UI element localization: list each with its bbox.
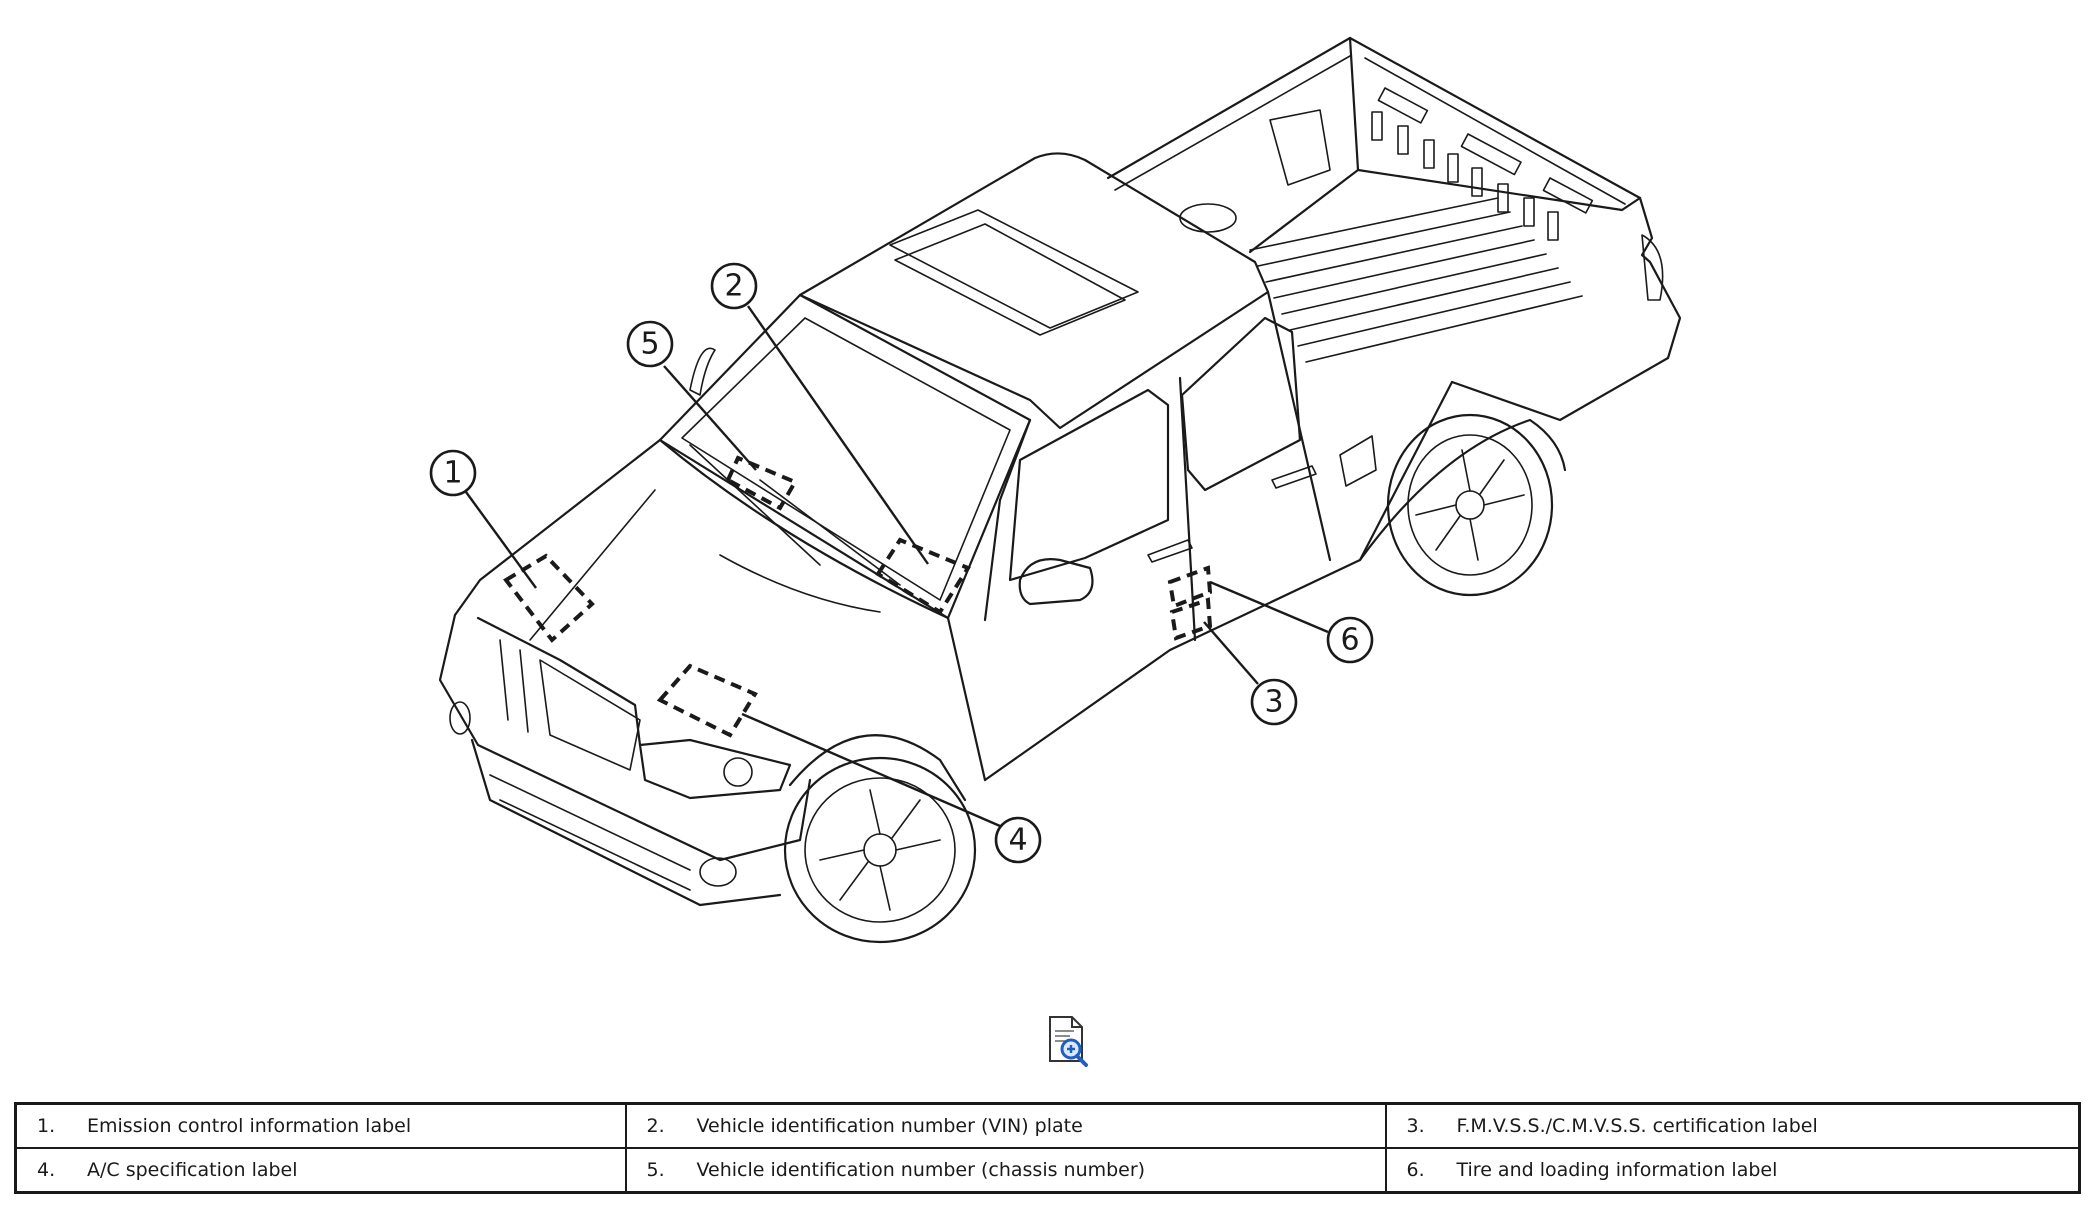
legend-row: 1. Emission control information label 2. V… xyxy=(14,1102,2081,1149)
legend-item-1-text: Emission control information label xyxy=(87,1115,412,1137)
zoom-document-icon[interactable] xyxy=(1046,1015,1092,1067)
callout-2: 2 xyxy=(710,262,758,310)
legend-item-6-text: Tire and loading information label xyxy=(1456,1159,1778,1181)
callout-5: 5 xyxy=(626,320,674,368)
legend-item-5: 5. Vehicle identification number (chassis… xyxy=(624,1147,1387,1194)
legend-item-4-text: A/C specification label xyxy=(87,1159,298,1181)
callout-5-number: 5 xyxy=(640,327,659,362)
label-area-2-marker xyxy=(875,537,971,615)
label-area-1-marker xyxy=(503,553,595,643)
legend-item-2-text: Vehicle identification number (VIN) plat… xyxy=(696,1115,1083,1137)
legend-table: 1. Emission control information label 2. V… xyxy=(14,1102,2081,1194)
legend-item-6-number: 6. xyxy=(1406,1159,1425,1181)
legend-item-1: 1. Emission control information label xyxy=(14,1102,627,1149)
label-location-markers xyxy=(503,455,1213,738)
callout-2-number: 2 xyxy=(724,269,743,304)
legend-item-3-text: F.M.V.S.S./C.M.V.S.S. certification labe… xyxy=(1456,1115,1818,1137)
callout-6-number: 6 xyxy=(1340,623,1359,658)
legend-item-3: 3. F.M.V.S.S./C.M.V.S.S. certification la… xyxy=(1384,1102,2081,1149)
legend-item-2: 2. Vehicle identification number (VIN) pl… xyxy=(624,1102,1387,1149)
callout-3-number: 3 xyxy=(1264,685,1283,720)
callout-1-number: 1 xyxy=(443,456,462,491)
legend-item-6: 6. Tire and loading information label xyxy=(1384,1147,2081,1194)
legend-row: 4. A/C specification label 5. Vehicle iden… xyxy=(14,1147,2081,1194)
legend-item-1-number: 1. xyxy=(37,1115,56,1137)
callout-4: 4 xyxy=(994,816,1042,864)
label-area-5-marker xyxy=(725,455,798,511)
label-area-6-marker xyxy=(1167,565,1213,609)
legend-item-5-text: Vehicle identification number (chassis n… xyxy=(696,1159,1146,1181)
callout-3: 3 xyxy=(1250,678,1298,726)
callout-6: 6 xyxy=(1326,616,1374,664)
legend-item-4-number: 4. xyxy=(37,1159,56,1181)
pickup-truck-drawing xyxy=(438,36,1682,944)
leader-lines xyxy=(465,305,1329,828)
label-area-4-marker xyxy=(656,663,758,738)
legend-item-4: 4. A/C specification label xyxy=(14,1147,627,1194)
label-area-3-marker xyxy=(1169,597,1213,641)
callout-1: 1 xyxy=(429,449,477,497)
callout-4-number: 4 xyxy=(1008,823,1027,858)
legend-item-5-number: 5. xyxy=(646,1159,665,1181)
legend-item-3-number: 3. xyxy=(1406,1115,1425,1137)
legend-item-2-number: 2. xyxy=(646,1115,665,1137)
